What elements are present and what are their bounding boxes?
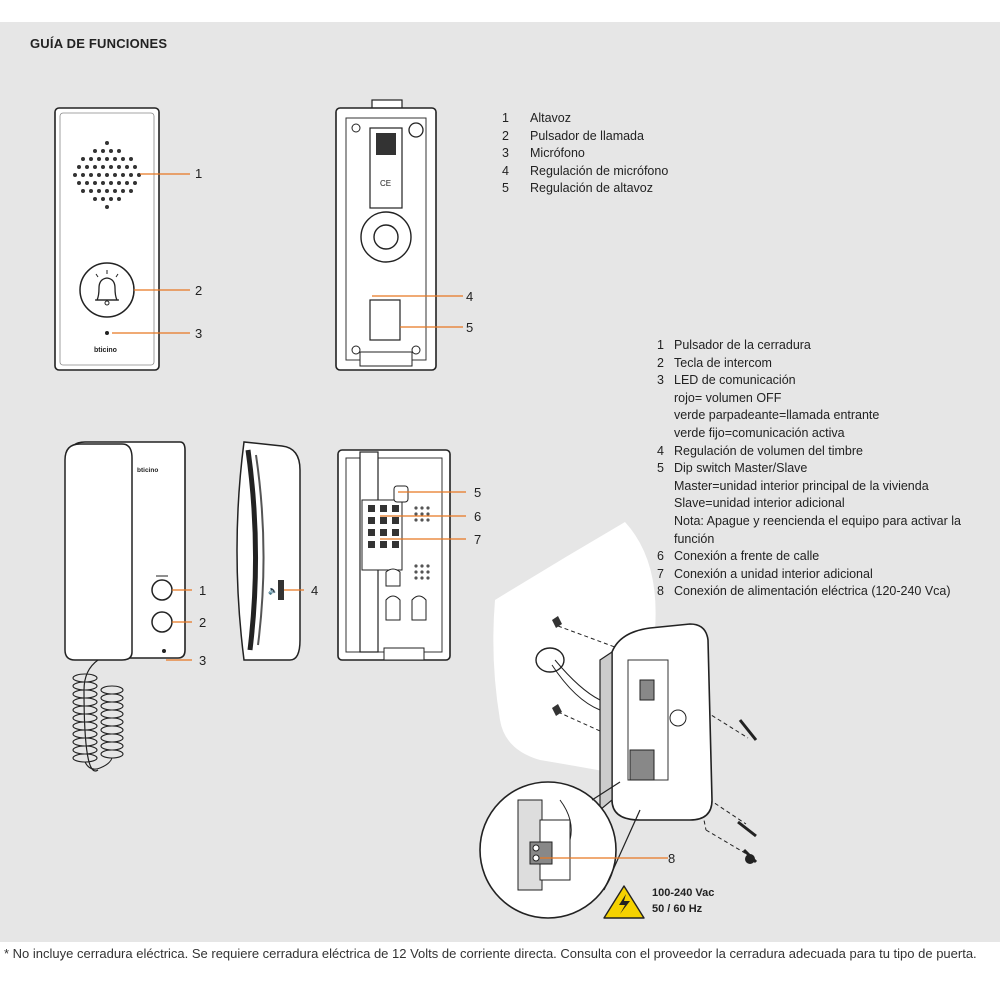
microphone-hole-icon (105, 331, 109, 335)
svg-text:🔈: 🔈 (268, 586, 278, 595)
footnote: * No incluye cerradura eléctrica. Se req… (4, 946, 977, 961)
callout-open-7: 7 (474, 532, 482, 547)
svg-text:bticino: bticino (137, 467, 158, 474)
callout-handset-1: 1 (199, 583, 207, 598)
callout-install-8: 8 (668, 851, 676, 866)
callout-open-5: 5 (474, 485, 482, 500)
callout-open-6: 6 (474, 509, 482, 524)
front-panel-drawing: bticino (54, 107, 190, 371)
legend-subitem: verde parpadeante=llamada entrante (674, 408, 880, 423)
callout-handset-3: 3 (199, 653, 207, 668)
callout-front-1: 1 (195, 166, 203, 181)
brand-logo: bticino (94, 347, 117, 354)
led-icon (162, 649, 166, 653)
callout-front-3: 3 (195, 326, 203, 341)
callout-back-5: 5 (466, 320, 474, 335)
open-unit-drawing (337, 449, 466, 661)
back-panel-drawing: CE (335, 99, 463, 371)
legend-subitem: rojo= volumen OFF (674, 390, 782, 405)
ringer-volume-icon (278, 580, 284, 600)
high-voltage-warning-icon (603, 885, 645, 919)
svg-text:CE: CE (380, 179, 391, 188)
side-view-drawing: 🔈 (236, 441, 304, 661)
intercom-button-icon (151, 611, 173, 633)
legend-subitem: Master=unidad interior principal de la v… (674, 478, 929, 493)
voltage-warning-text: 100-240 Vac 50 / 60 Hz (652, 885, 714, 917)
legend-subitem: verde fijo=comunicación activa (674, 425, 845, 440)
callout-side-4: 4 (311, 583, 319, 598)
installation-drawing (479, 522, 758, 919)
legend-subitem: Nota: Apague y reencienda el equipo para… (674, 513, 961, 546)
handset-unit-drawing: bticino (64, 441, 192, 772)
voltage-label: 100-240 Vac (652, 887, 715, 899)
frequency-label: 50 / 60 Hz (652, 903, 703, 915)
page-title: GUÍA DE FUNCIONES (30, 36, 168, 51)
call-button-bell-icon (79, 262, 135, 318)
legend-subitem: Slave=unidad interior adicional (674, 496, 845, 511)
speaker-grille-icon (73, 141, 141, 209)
callout-handset-2: 2 (199, 615, 207, 630)
lock-button-icon (151, 579, 173, 601)
callout-back-4: 4 (466, 289, 474, 304)
coiled-cord (72, 673, 124, 770)
callout-front-2: 2 (195, 283, 203, 298)
